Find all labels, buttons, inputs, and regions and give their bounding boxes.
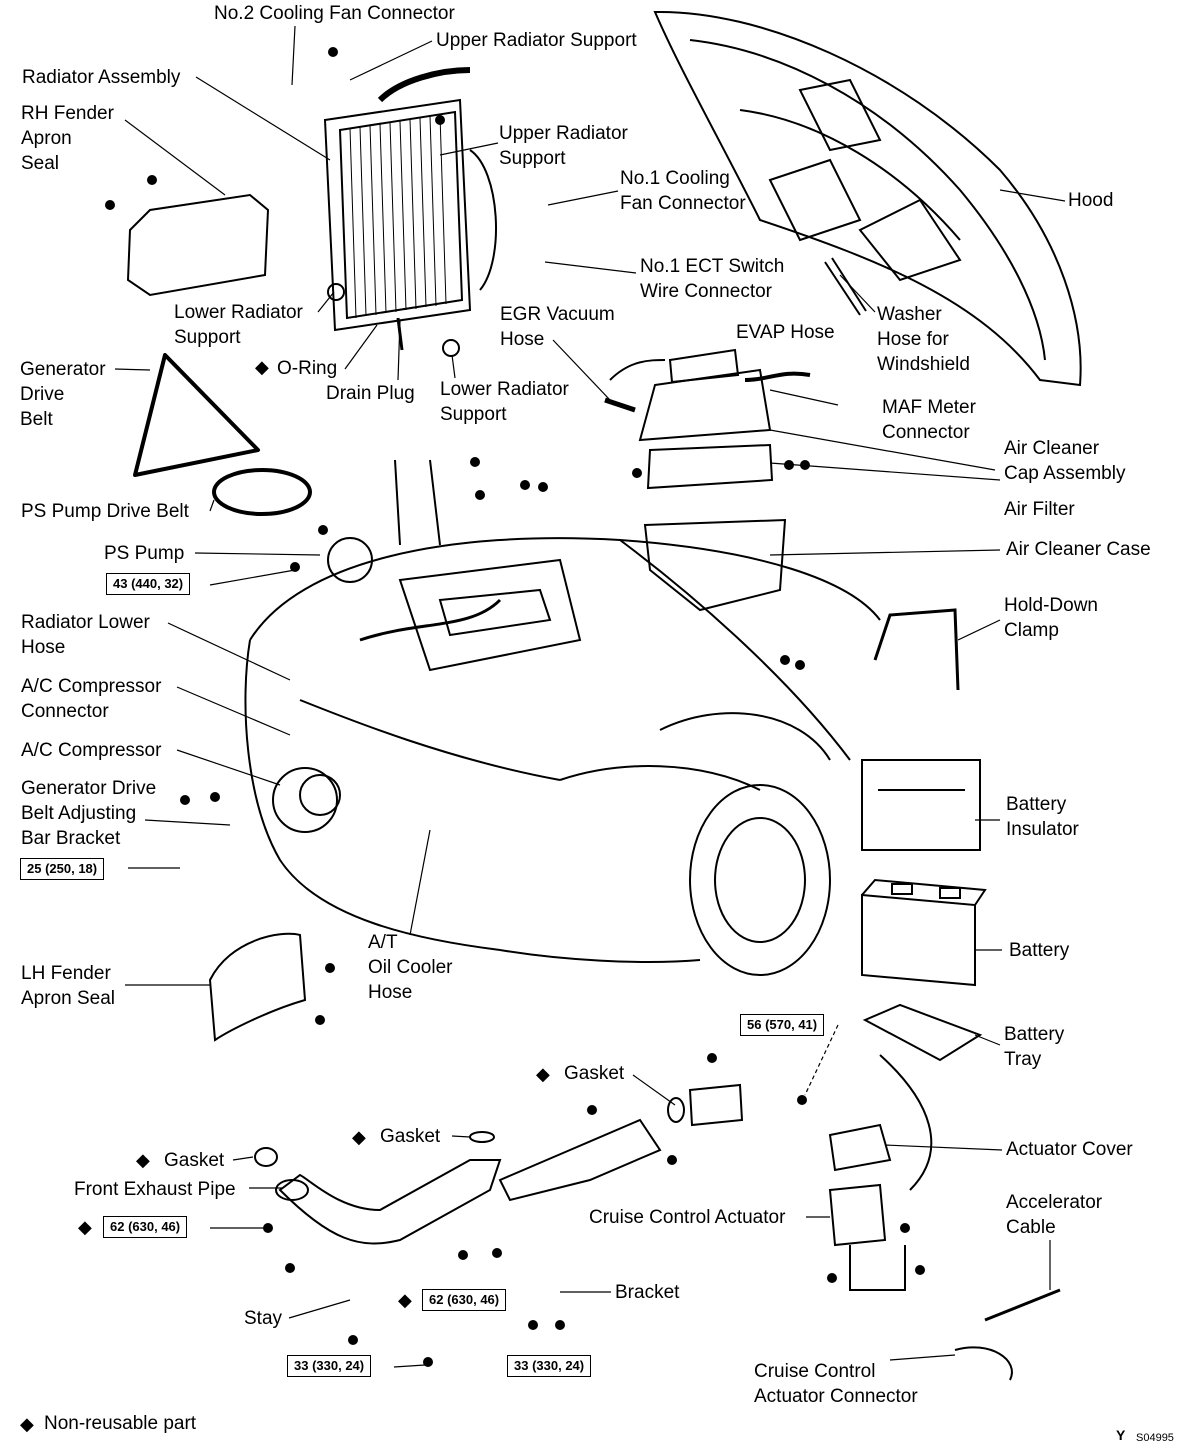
label-no2-cooling-fan-connector: No.2 Cooling Fan Connector (214, 3, 455, 24)
torque-front-pipe: 62 (630, 46) (103, 1216, 188, 1238)
bolt-icons (105, 47, 925, 1367)
torque-exhaust-top: 56 (570, 41) (740, 1014, 825, 1036)
label-actuator-cover: Actuator Cover (1006, 1139, 1133, 1160)
non-reusable-marker-gasket-2: ◆ (352, 1127, 366, 1147)
label-generator-drive-belt-adjusting-bar-bracket: Generator Drive Belt Adjusting Bar Brack… (21, 778, 157, 849)
label-battery-tray: Battery Tray (1004, 1024, 1065, 1070)
non-reusable-marker-center: ◆ (398, 1290, 412, 1310)
non-reusable-marker-o-ring: ◆ (255, 357, 269, 377)
label-lower-radiator-support-1: Lower Radiator Support (174, 302, 303, 348)
battery-drawing (861, 878, 987, 987)
label-gasket-2: Gasket (380, 1126, 441, 1147)
exhaust-drawing (254, 1083, 744, 1245)
label-battery: Battery (1009, 940, 1070, 961)
label-ac-compressor-connector: A/C Compressor Connector (21, 676, 162, 722)
label-evap-hose: EVAP Hose (736, 322, 835, 343)
torque-bracket: 33 (330, 24) (507, 1355, 592, 1377)
label-cruise-control-actuator: Cruise Control Actuator (589, 1207, 786, 1228)
air-cleaner-drawing (604, 348, 811, 612)
label-no1-cooling-fan-connector: No.1 Cooling Fan Connector (620, 168, 746, 214)
label-stay: Stay (244, 1308, 283, 1329)
label-hold-down-clamp: Hold-Down Clamp (1004, 595, 1098, 641)
label-air-cleaner-case: Air Cleaner Case (1006, 539, 1151, 560)
label-generator-drive-belt: Generator Drive Belt (20, 359, 106, 430)
label-air-filter: Air Filter (1004, 499, 1075, 520)
label-gasket-1: Gasket (564, 1063, 625, 1084)
label-lower-radiator-support-2: Lower Radiator Support (440, 379, 569, 425)
non-reusable-marker-gasket-3: ◆ (136, 1150, 150, 1170)
ps-belt-drawing (212, 468, 312, 516)
label-battery-insulator: Battery Insulator (1006, 794, 1079, 840)
leader-lines (114, 25, 1066, 1368)
label-radiator-lower-hose: Radiator Lower Hose (21, 612, 150, 658)
label-lh-fender-apron-seal: LH Fender Apron Seal (21, 963, 116, 1009)
lh-fender-seal-drawing (208, 932, 307, 1042)
label-egr-vacuum-hose: EGR Vacuum Hose (500, 304, 615, 350)
torque-ps-pump: 43 (440, 32) (106, 573, 191, 595)
non-reusable-marker-front-pipe: ◆ (78, 1217, 92, 1237)
cruise-actuator-drawing (828, 1054, 1061, 1381)
car-body-drawing (244, 537, 881, 976)
non-reusable-marker-gasket-1: ◆ (536, 1064, 550, 1084)
battery-tray-drawing (862, 1003, 983, 1062)
label-washer-hose-for-windshield: Washer Hose for Windshield (877, 304, 970, 375)
label-upper-radiator-support-2: Upper Radiator Support (499, 123, 628, 169)
legend-diamond: ◆ (20, 1414, 34, 1434)
torque-center: 62 (630, 46) (422, 1289, 507, 1311)
label-upper-radiator-support-top: Upper Radiator Support (436, 30, 637, 51)
label-no1-ect-switch-wire-connector: No.1 ECT Switch Wire Connector (640, 256, 785, 302)
label-rh-fender-apron-seal: RH Fender Apron Seal (21, 103, 114, 174)
torque-stay: 33 (330, 24) (287, 1355, 372, 1377)
label-accelerator-cable: Accelerator Cable (1006, 1192, 1103, 1238)
label-hood: Hood (1068, 190, 1114, 211)
label-cruise-control-actuator-connector: Cruise Control Actuator Connector (754, 1361, 918, 1407)
footer-marker: Y (1116, 1427, 1126, 1443)
label-o-ring: O-Ring (277, 358, 338, 379)
label-front-exhaust-pipe: Front Exhaust Pipe (74, 1179, 236, 1200)
label-at-oil-cooler-hose: A/T Oil Cooler Hose (368, 932, 453, 1003)
label-ac-compressor: A/C Compressor (21, 740, 162, 761)
radiator-drawing (323, 67, 497, 332)
rh-fender-seal-drawing (126, 193, 270, 297)
label-drain-plug: Drain Plug (326, 383, 415, 404)
legend-non-reusable-part: Non-reusable part (44, 1413, 197, 1434)
hood-drawing (653, 10, 1082, 387)
battery-insulator-drawing (861, 759, 981, 851)
footer-code: S04995 (1136, 1432, 1174, 1444)
generator-belt-drawing (133, 353, 260, 477)
label-ps-pump-drive-belt: PS Pump Drive Belt (21, 501, 189, 522)
torque-generator-bracket: 25 (250, 18) (20, 858, 105, 880)
label-air-cleaner-cap-assembly: Air Cleaner Cap Assembly (1004, 438, 1126, 484)
label-gasket-3: Gasket (164, 1150, 225, 1171)
engine-drawing (272, 459, 582, 833)
label-bracket: Bracket (615, 1282, 680, 1303)
hold-down-clamp-drawing (873, 608, 960, 691)
label-radiator-assembly: Radiator Assembly (22, 67, 181, 88)
label-maf-meter-connector: MAF Meter Connector (882, 397, 976, 443)
label-ps-pump: PS Pump (104, 543, 185, 564)
